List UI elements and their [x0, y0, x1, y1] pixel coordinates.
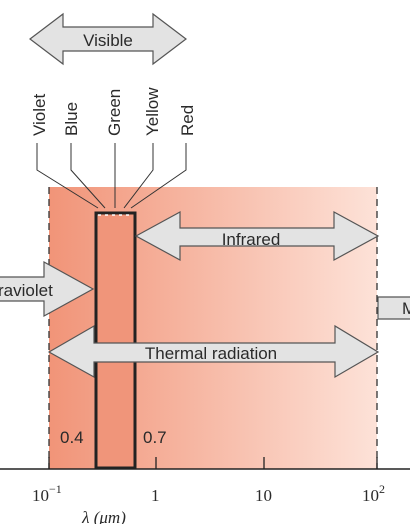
color-label-red: Red — [178, 105, 197, 136]
infrared-arrow — [134, 210, 380, 262]
ultraviolet-label: raviolet — [0, 281, 53, 300]
visible-lower-limit: 0.4 — [60, 428, 84, 447]
axis-tick-label-4: 102 — [362, 482, 385, 505]
color-label-blue: Blue — [62, 102, 81, 136]
ultraviolet-arrow — [0, 260, 95, 318]
thermal-radiation-arrow — [47, 324, 380, 379]
axis-tick-label-1: 10−1 — [32, 482, 62, 505]
leader-violet — [36, 143, 99, 209]
color-label-yellow: Yellow — [143, 87, 162, 136]
visible-label: Visible — [83, 31, 133, 50]
axis-tick-label-2: 1 — [151, 486, 160, 505]
thermal-radiation-label: Thermal radiation — [145, 344, 277, 363]
color-label-green: Green — [105, 89, 124, 136]
axis-tick-label-3: 10 — [255, 486, 272, 505]
leader-blue — [70, 143, 106, 209]
visible-upper-limit: 0.7 — [143, 428, 167, 447]
visible-band — [94, 211, 137, 470]
visible-arrow — [29, 12, 187, 66]
axis-title: λ (μm) — [81, 508, 126, 524]
microwave-label: M — [402, 299, 410, 318]
infrared-label: Infrared — [222, 230, 281, 249]
leader-yellow — [123, 143, 154, 209]
color-label-violet: Violet — [30, 94, 49, 136]
microwave-arrow — [377, 296, 410, 320]
leader-red — [130, 143, 187, 209]
